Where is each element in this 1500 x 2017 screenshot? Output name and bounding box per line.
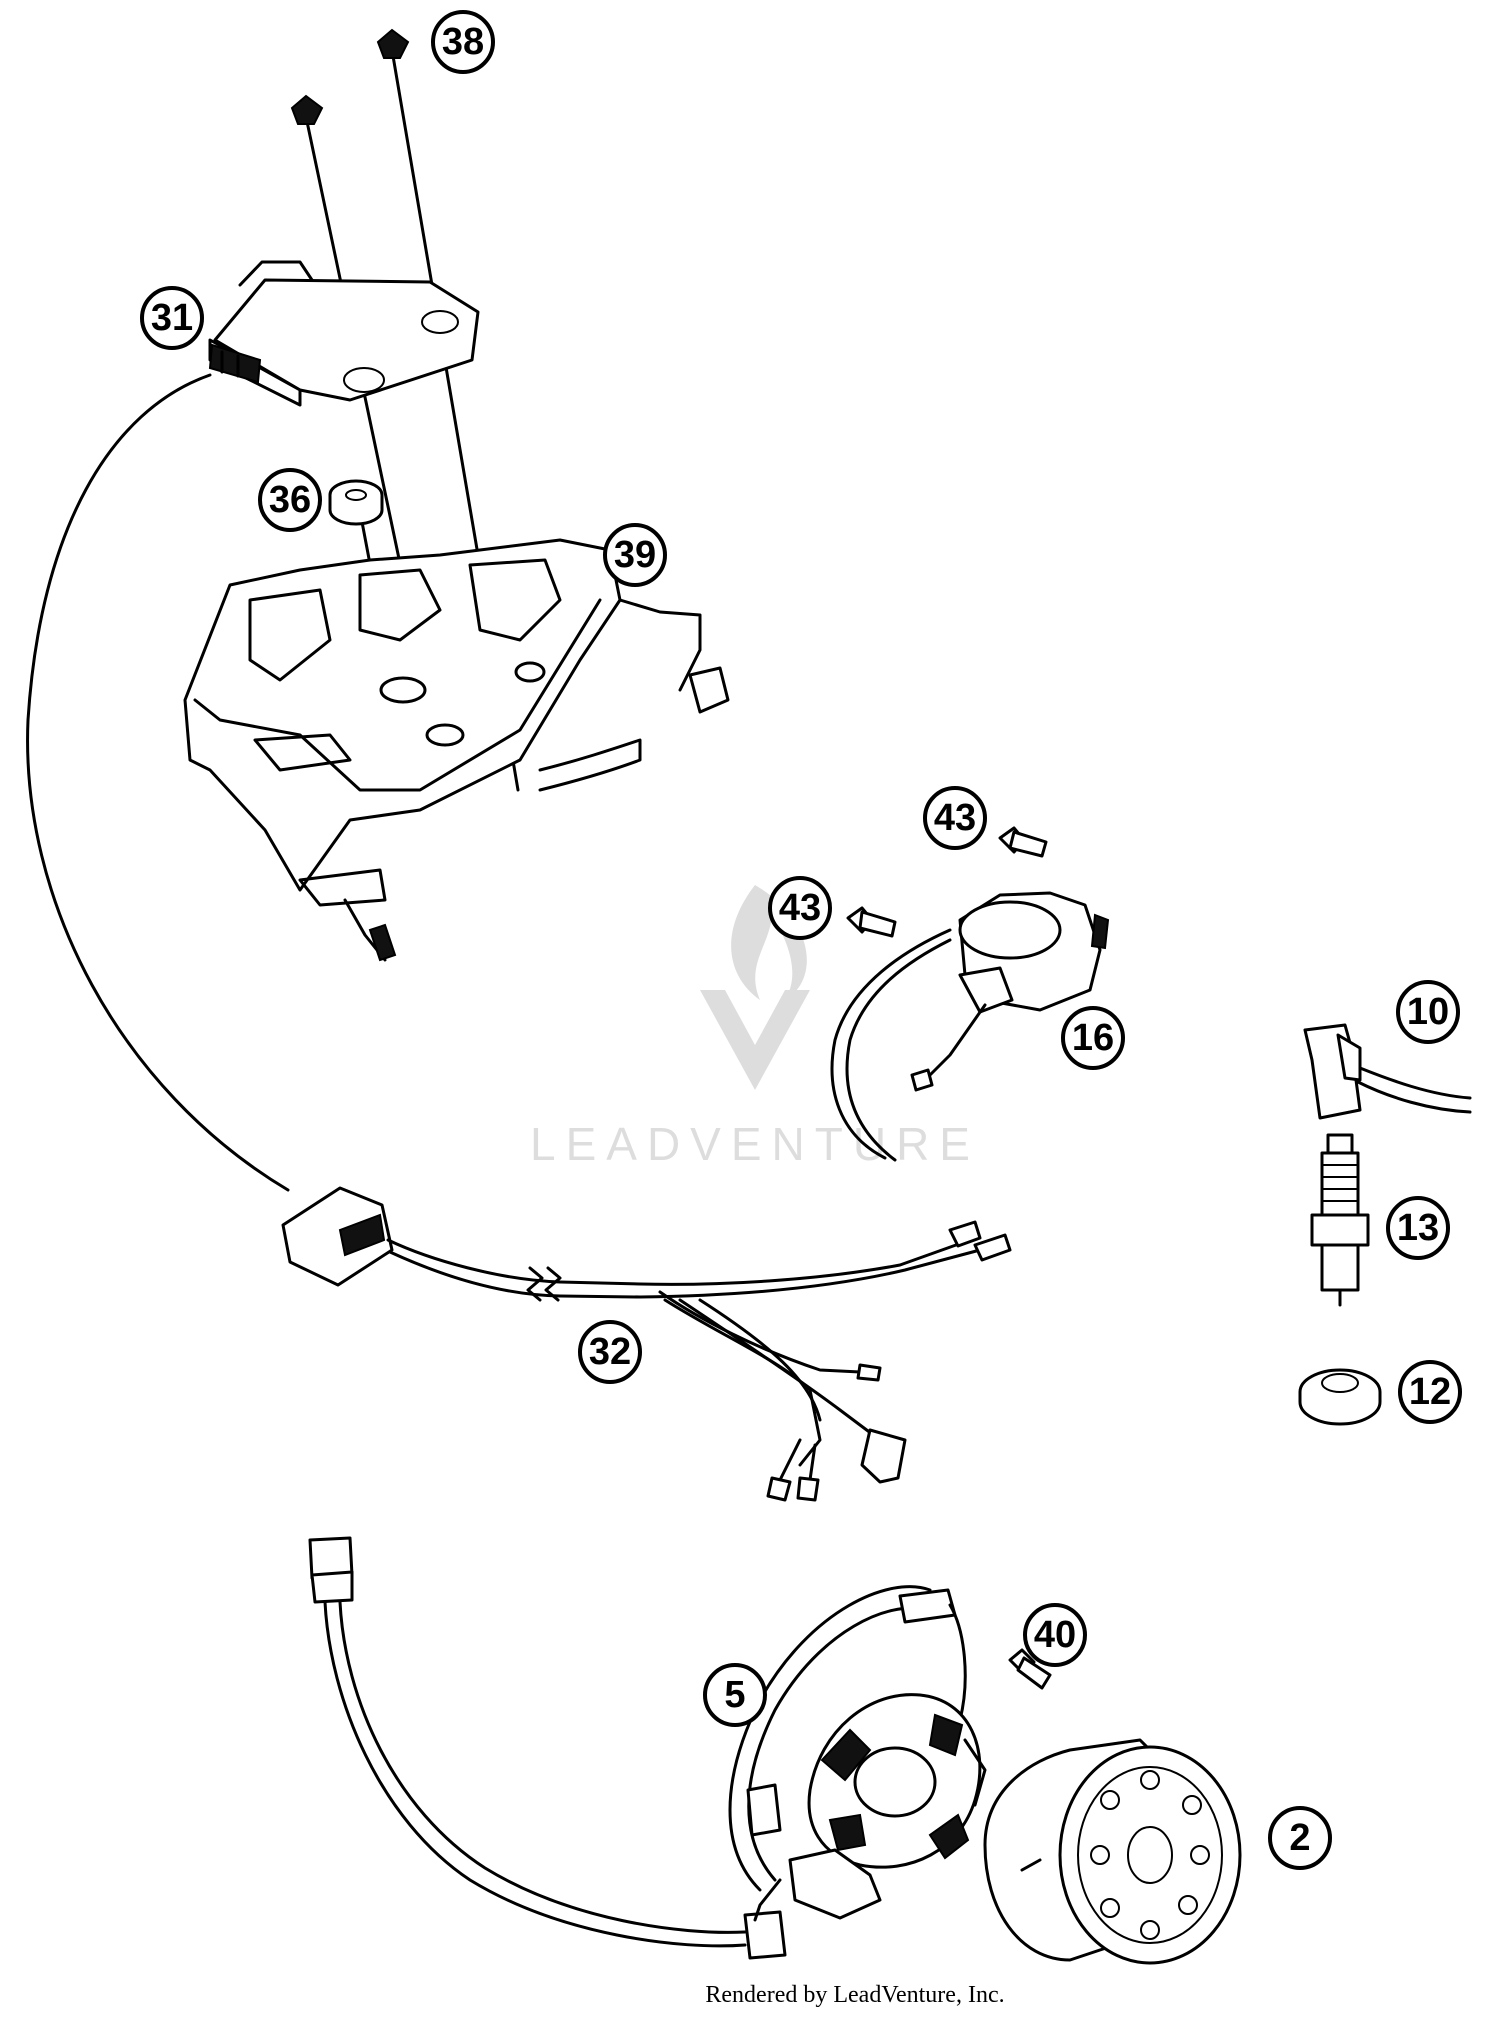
- callout-13: 13: [1386, 1196, 1450, 1260]
- cdi-unit-31: [208, 260, 480, 407]
- callout-label: 40: [1034, 1614, 1076, 1656]
- spark-plug-13: [1310, 1133, 1370, 1307]
- callout-31: 31: [140, 286, 204, 350]
- callout-label: 13: [1397, 1207, 1439, 1249]
- screw-38: [290, 28, 410, 125]
- screw-43: [846, 826, 1048, 938]
- callout-label: 10: [1407, 991, 1449, 1033]
- render-credit: Rendered by LeadVenture, Inc.: [705, 1982, 1004, 2008]
- callout-label: 31: [151, 297, 193, 339]
- callout-label: 39: [614, 534, 656, 576]
- callout-38-top: 38: [431, 10, 495, 74]
- nut-36: [328, 479, 384, 526]
- callout-label: 43: [779, 887, 821, 929]
- stator-cable: [308, 1536, 787, 1960]
- v-logo-icon: [700, 990, 810, 1090]
- callout-39: 39: [603, 523, 667, 587]
- callout-label: 12: [1409, 1371, 1451, 1413]
- callout-16: 16: [1061, 1006, 1125, 1070]
- bolt-40: [1008, 1648, 1052, 1690]
- callout-2: 2: [1268, 1806, 1332, 1870]
- watermark-text: LEADVENTURE: [530, 1118, 980, 1170]
- callout-12: 12: [1398, 1360, 1462, 1424]
- holder-bracket-39: [183, 538, 730, 962]
- washer-12: [1298, 1368, 1382, 1426]
- callout-43-upper: 43: [923, 786, 987, 850]
- callout-label: 38: [442, 21, 484, 63]
- callout-label: 36: [269, 479, 311, 521]
- callout-40: 40: [1023, 1603, 1087, 1667]
- flywheel-rotor-2: [983, 1738, 1242, 1965]
- leadventure-watermark: LEADVENTURE: [530, 885, 980, 1170]
- callout-43-lower: 43: [768, 876, 832, 940]
- callout-32: 32: [578, 1320, 642, 1384]
- callout-36: 36: [258, 468, 322, 532]
- wiring-harness-32: [281, 1186, 1012, 1502]
- callout-label: 32: [589, 1331, 631, 1373]
- callout-10: 10: [1396, 980, 1460, 1044]
- ignition-coil-16: [830, 891, 1110, 1162]
- stator-5: [728, 1585, 987, 1922]
- callout-label: 16: [1072, 1017, 1114, 1059]
- cdi-cable: [26, 373, 290, 1192]
- callout-label: 2: [1289, 1817, 1310, 1859]
- spark-plug-cap-10: [1303, 1023, 1472, 1120]
- callout-label: 43: [934, 797, 976, 839]
- callout-5: 5: [703, 1663, 767, 1727]
- callout-label: 5: [724, 1674, 745, 1716]
